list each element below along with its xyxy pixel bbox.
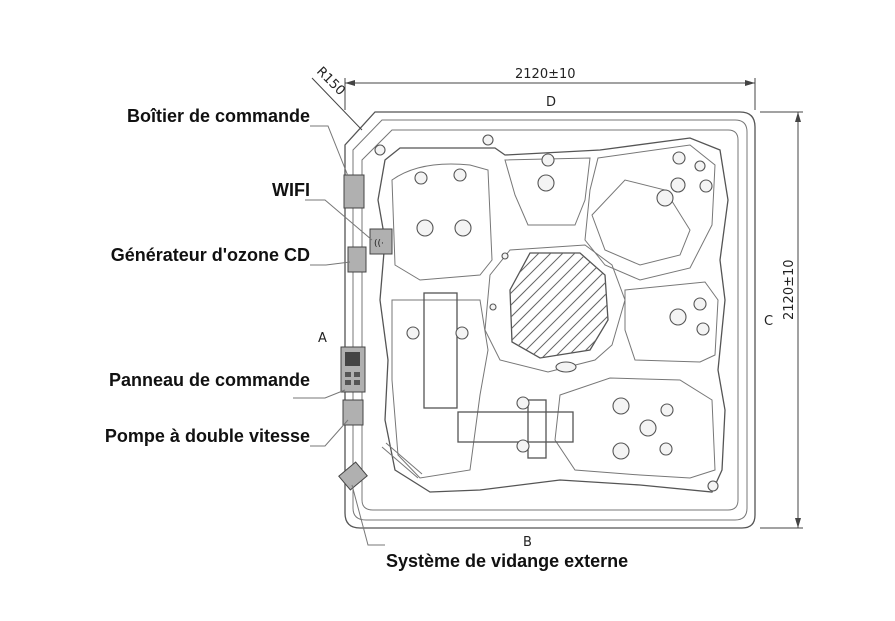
edge-b-label: B (523, 535, 532, 550)
drain-component (338, 461, 368, 491)
edge-c-label: C (764, 314, 773, 329)
label-wifi: WIFI (272, 180, 310, 200)
wifi-module-component (369, 228, 393, 255)
label-external-drain: Système de vidange externe (386, 551, 628, 571)
footwell (509, 252, 609, 359)
armrests (381, 292, 574, 479)
width-dimension: 2120±10 (515, 67, 576, 82)
edge-d-label: D (546, 95, 556, 110)
dimension-lines (311, 77, 803, 529)
ozone-generator-component (347, 246, 367, 273)
pump-component (342, 399, 364, 426)
corner-radius: R150 (313, 64, 348, 99)
equipment: ((· (338, 174, 393, 491)
edge-a-label: A (318, 331, 327, 346)
spa-outline (344, 111, 756, 529)
control-box-component (343, 174, 365, 209)
label-control-panel: Panneau de commande (109, 370, 310, 390)
seat-contours (377, 137, 729, 493)
leader-lines (293, 125, 385, 546)
svg-text:((·: ((· (374, 239, 384, 249)
jets (374, 134, 719, 492)
label-control-box: Boîtier de commande (127, 106, 310, 126)
label-two-speed-pump: Pompe à double vitesse (105, 426, 310, 446)
depth-dimension: 2120±10 (782, 259, 797, 320)
label-ozone-generator: Générateur d'ozone CD (111, 245, 310, 265)
